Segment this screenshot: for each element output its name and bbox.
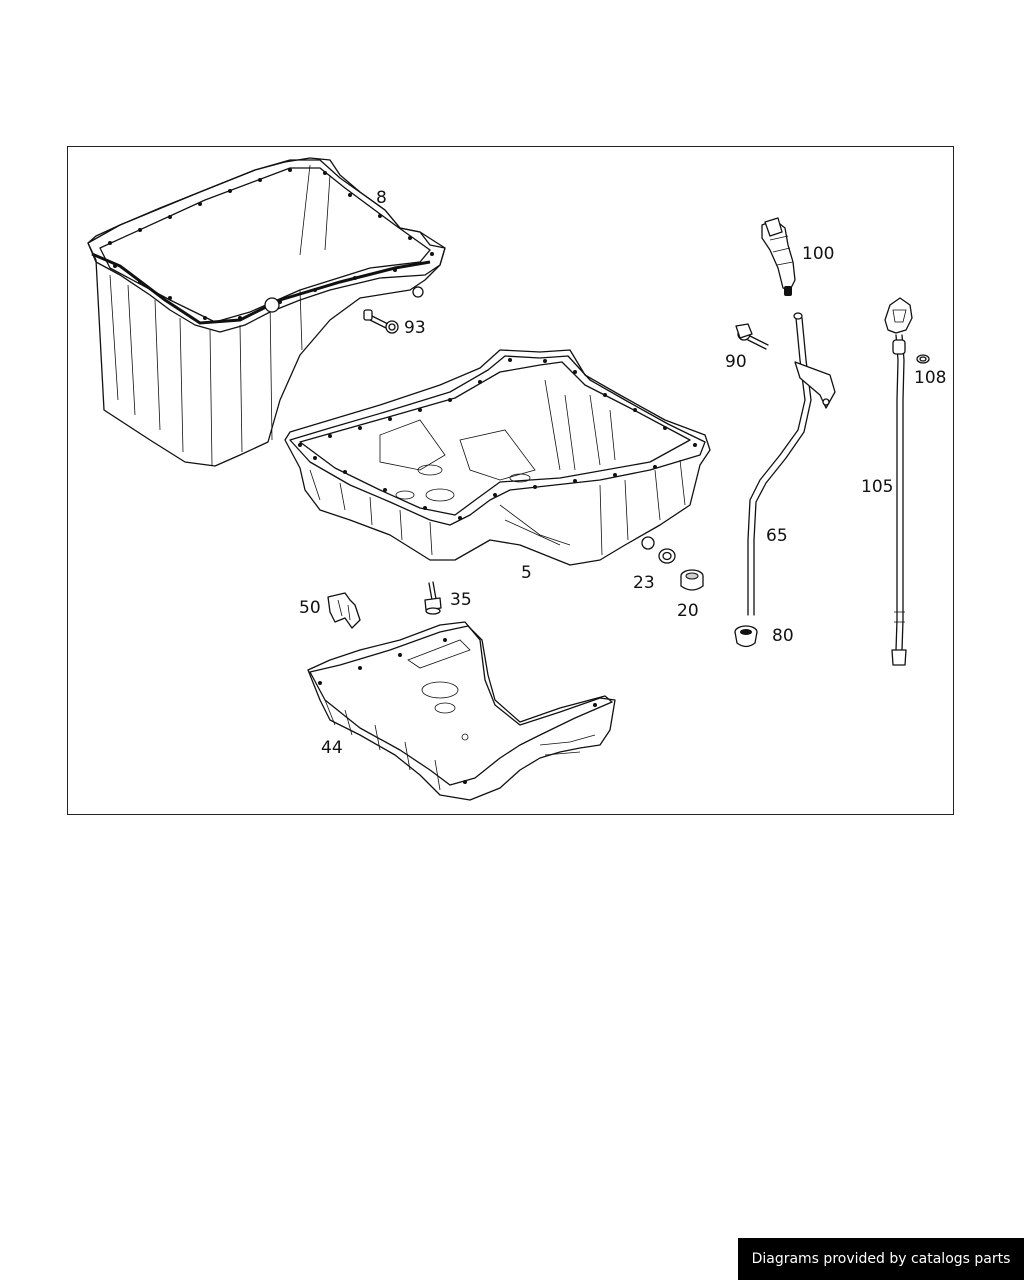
part-20-drain-plug[interactable] bbox=[680, 569, 704, 591]
part-label-108: 108 bbox=[914, 368, 947, 388]
part-5-oil-pan[interactable] bbox=[284, 349, 711, 566]
part-label-105: 105 bbox=[861, 477, 894, 497]
part-label-23: 23 bbox=[633, 573, 655, 593]
diagram-frame bbox=[67, 146, 954, 815]
part-44-lower-oil-pan[interactable] bbox=[307, 621, 616, 801]
part-label-50: 50 bbox=[299, 598, 321, 618]
part-label-35: 35 bbox=[450, 590, 472, 610]
part-label-8: 8 bbox=[376, 188, 387, 208]
part-50-clip[interactable] bbox=[327, 592, 361, 629]
part-65-guide-tube[interactable] bbox=[747, 312, 836, 616]
part-8-upper-oil-pan[interactable] bbox=[87, 157, 446, 467]
part-90-bolt[interactable] bbox=[735, 323, 769, 350]
part-108-o-ring[interactable] bbox=[916, 354, 930, 364]
part-label-100: 100 bbox=[802, 244, 835, 264]
part-label-20: 20 bbox=[677, 601, 699, 621]
part-35-bolt[interactable] bbox=[424, 581, 442, 615]
footer-attribution: Diagrams provided by catalogs parts bbox=[738, 1238, 1024, 1280]
part-80-cap[interactable] bbox=[734, 625, 758, 648]
part-23-seal-ring[interactable] bbox=[658, 548, 676, 564]
part-label-80: 80 bbox=[772, 626, 794, 646]
part-label-5: 5 bbox=[521, 563, 532, 583]
part-label-44: 44 bbox=[321, 738, 343, 758]
part-93-bolt[interactable] bbox=[363, 309, 399, 334]
part-100-oil-level-sensor[interactable] bbox=[761, 217, 796, 296]
part-label-90: 90 bbox=[725, 352, 747, 372]
part-label-65: 65 bbox=[766, 526, 788, 546]
part-label-93: 93 bbox=[404, 318, 426, 338]
part-105-dipstick[interactable] bbox=[884, 297, 913, 666]
